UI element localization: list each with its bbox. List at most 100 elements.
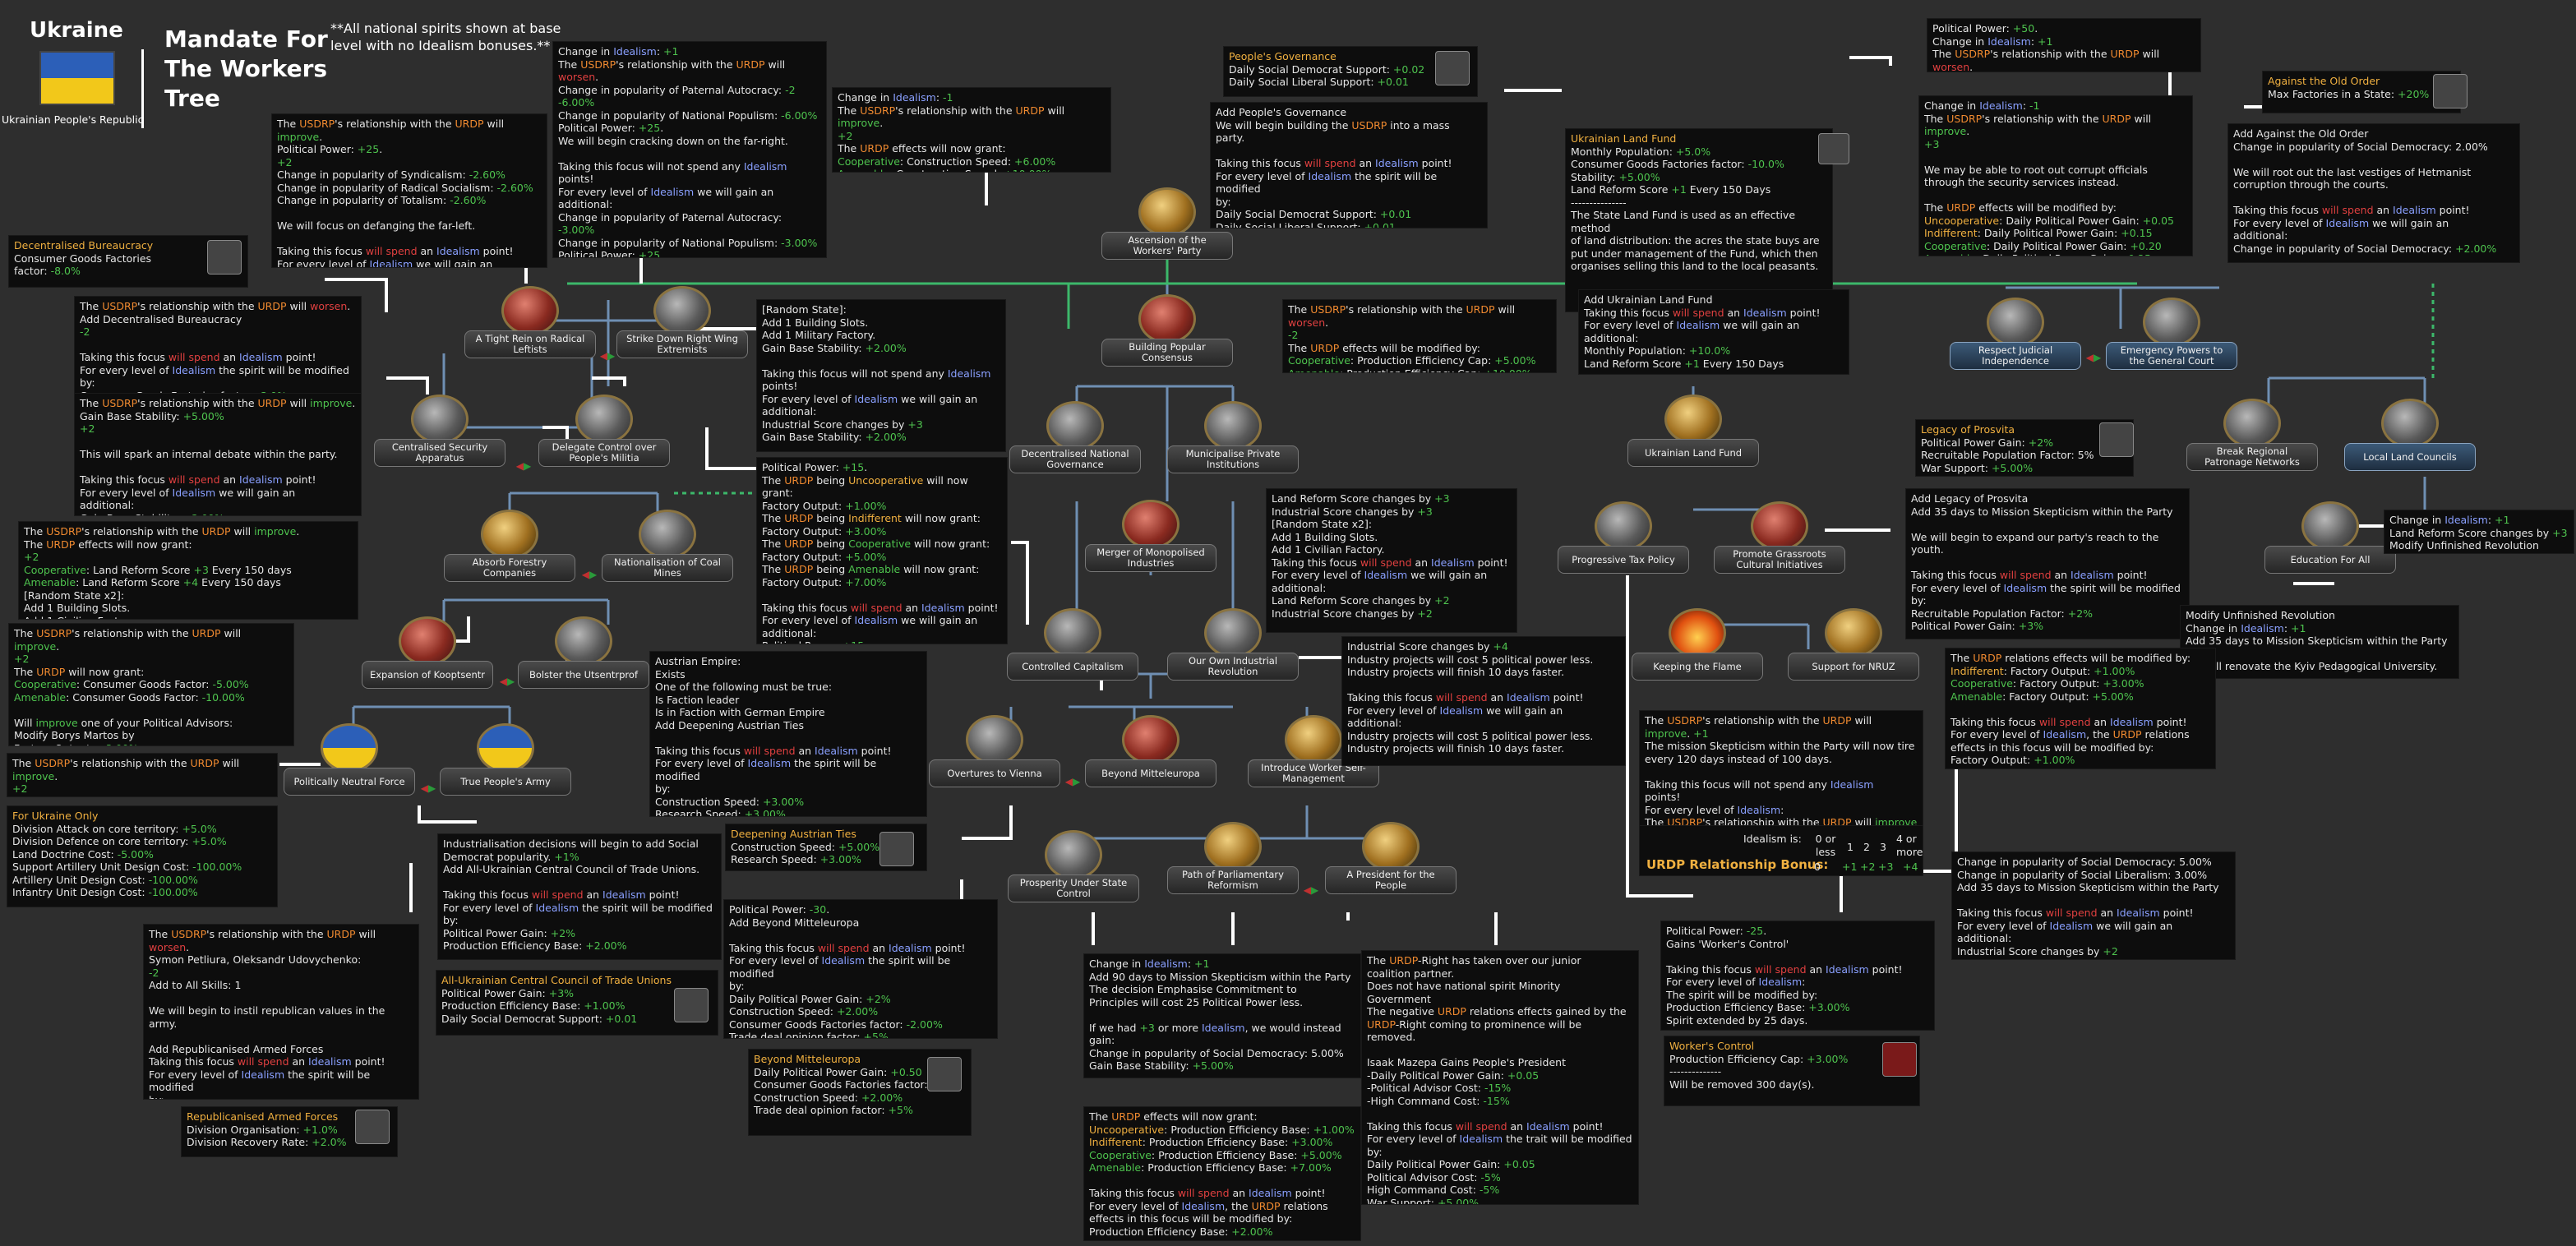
focus-break-patronage[interactable]: Break Regional Patronage Networks [2186, 399, 2318, 473]
focus-controlled-capitalism[interactable]: Controlled Capitalism [1007, 608, 1138, 682]
governance-spirit-icon [1435, 51, 1470, 85]
focus-beyond-mitteleuropa[interactable]: Beyond Mitteleuropa [1085, 715, 1216, 789]
idealism-col-3: 3 [1880, 841, 1886, 853]
focus-local-councils[interactable]: Local Land Councils [2344, 399, 2476, 473]
focus-centralised-security[interactable]: Centralised Security Apparatus [374, 395, 506, 468]
education-icon [2301, 501, 2359, 551]
focus-path-parliamentary[interactable]: Path of Parliamentary Reformism [1167, 822, 1299, 896]
tooltip-line: Recruitable Population Factor: 5% [1921, 449, 2094, 461]
tooltip-line: Taking this focus will not spend any Ide… [1645, 778, 1874, 791]
tooltip-line: For every level of Idealism the spirit w… [80, 363, 349, 376]
tooltip-line: organises selling this land to the local… [1571, 260, 1819, 272]
tooltip-line: additional: [80, 499, 135, 511]
focus-municipalise[interactable]: Municipalise Private Institutions [1167, 401, 1299, 475]
focus-bolster-utsentrprof[interactable]: Bolster the Utsentrprof [518, 616, 649, 690]
focus-absorb-forestry[interactable]: Absorb Forestry Companies [444, 510, 575, 584]
tooltip-line: Is Faction leader [655, 693, 740, 706]
focus-respect-judicial[interactable]: Respect Judicial Independence [1950, 298, 2081, 371]
tooltip-line: Isaak Mazepa Gains People's President [1367, 1056, 1566, 1068]
focus-expansion-kooptsentr[interactable]: Expansion of Kooptsentr [362, 616, 493, 690]
mutex-icon: ◀▶ [1064, 776, 1081, 787]
tooltip-line: One of the following must be true: [655, 681, 833, 693]
tooltip-line: Add All-Ukrainian Central Council of Tra… [443, 863, 700, 875]
tooltip-line: --------------- [1571, 196, 1627, 209]
tooltip-line [149, 992, 413, 1005]
focus-building-popular-consensus[interactable]: Building Popular Consensus [1101, 294, 1233, 368]
focus-overtures-vienna[interactable]: Overtures to Vienna [929, 715, 1060, 789]
tooltip-line: Add Beyond Mitteleuropa [729, 916, 860, 929]
tooltip-line: Trade deal opinion factor: +5% [729, 1031, 889, 1039]
tooltip-line: For every level of Idealism we will gain… [80, 486, 296, 499]
president-icon [1362, 822, 1420, 871]
focus-label: True People's Army [440, 768, 571, 796]
focus-progressive-tax[interactable]: Progressive Tax Policy [1558, 501, 1689, 575]
tooltip-line: +2 [12, 782, 28, 795]
worker-party-icon [1138, 187, 1196, 237]
self-management-icon [1285, 715, 1342, 764]
tooltip-line: Change in popularity of Social Democracy… [1957, 856, 2212, 868]
focus-neutral-force[interactable]: Politically Neutral Force [284, 723, 415, 797]
focus-grassroots[interactable]: Promote Grassroots Cultural Initiatives [1714, 501, 1845, 575]
focus-keeping-flame[interactable]: Keeping the Flame [1632, 608, 1763, 682]
prosperity-icon [1045, 830, 1102, 879]
tooltip-line: Max Factories in a State: +20% [2268, 87, 2430, 100]
focus-prosperity[interactable]: Prosperity Under State Control [1008, 830, 1139, 904]
tooltip-line: War Support: +5.00% [1921, 461, 2034, 474]
tooltip-line: Production Efficiency Cap: +3.00% [1669, 1052, 1849, 1065]
tooltip-line: additional: [1584, 331, 1639, 344]
tooltip-line: For every level of Idealism the trait wi… [1367, 1133, 1632, 1145]
tooltip-line: Cooperative: Factory Output: +3.00% [1950, 677, 2144, 690]
tooltip-line: Industrial Score changes by +2 [1957, 944, 2118, 958]
tooltip-line: Change in popularity of Syndicalism: -2.… [277, 168, 506, 181]
tooltip-line: Add For Ukraine Only [12, 796, 272, 797]
focus-tight-rein[interactable]: A Tight Rein on Radical Leftists [464, 286, 596, 360]
tooltip-line: Change in popularity of Paternal Autocra… [558, 83, 796, 96]
focus-worker-self-management[interactable]: Introduce Worker Self-Management [1248, 715, 1379, 789]
bonus-col-1: +1 [1842, 861, 1858, 873]
tooltip-line: points! [1645, 791, 1681, 803]
focus-label: Merger of Monopolised Industries [1085, 544, 1216, 572]
focus-president-people[interactable]: A President for the People [1325, 822, 1457, 896]
consensus-icon [1138, 294, 1196, 344]
tooltip-line: We will begin to expand our party's reac… [1911, 530, 2159, 543]
focus-merger[interactable]: Merger of Monopolised Industries [1085, 500, 1216, 574]
idealism-label: Idealism is: [1743, 833, 1802, 845]
tooltip-line: Political Power: +25. [277, 143, 383, 155]
focus-nationalisation-coal[interactable]: Nationalisation of Coal Mines [602, 510, 733, 584]
mutex-icon: ◀▶ [599, 350, 616, 362]
focus-label: Decentralised National Governance [1009, 445, 1141, 473]
tooltip-line: Cooperative: Construction Speed: +6.00% [838, 155, 1056, 168]
tooltip-line: For every level of Idealism we will gain… [1347, 704, 1563, 717]
tooltip-line: Consumer Goods Factories factor: -2.0% [754, 1078, 961, 1091]
vienna-icon [966, 715, 1023, 764]
focus-emergency-powers[interactable]: Emergency Powers to the General Court [2106, 298, 2237, 371]
tooltip-line: Taking this focus will spend an Idealism… [1216, 157, 1452, 169]
tooltip-line: Taking this focus will spend an Idealism… [1272, 556, 1508, 569]
tooltip-line: Production Efficiency Base: +1.00% [441, 999, 626, 1012]
tooltip-line: Construction Speed: +5.00% [731, 840, 880, 853]
tooltip-line: by: [655, 782, 671, 795]
focus-support-nruz[interactable]: Support for NRUZ [1788, 608, 1919, 682]
tooltip-line: For every level of Idealism we will gain… [1957, 919, 2173, 932]
tooltip-line: Stability: +5.00% [1571, 170, 1660, 183]
focus-delegate-control[interactable]: Delegate Control over People's Militia [538, 395, 670, 468]
focus-decentralised-governance[interactable]: Decentralised National Governance [1009, 401, 1141, 475]
tooltip-line: Amenable: Consumer Goods Factor: -10.00% [14, 690, 245, 704]
tooltip-line: Change in Idealism: -1 [1924, 99, 2040, 112]
tooltip-line: For every level of Idealism, the URDP re… [1950, 728, 2190, 741]
focus-label: Prosperity Under State Control [1008, 875, 1139, 902]
focus-strike-down[interactable]: Strike Down Right Wing Extremists [616, 286, 748, 360]
tooltip-line: For every level of Idealism we will gain… [277, 257, 493, 268]
tooltip-line: Taking this focus will spend an Idealism… [1950, 715, 2187, 728]
tooltip-line: Daily Social Democrat Support: +0.01 [1216, 208, 1412, 220]
tooltip-line: Against the Old Order [2268, 75, 2380, 87]
focus-ascension[interactable]: Ascension of the Workers' Party [1101, 187, 1233, 261]
tooltip-line: The URDP-Right has taken over our junior [1367, 954, 1581, 967]
focus-land-fund[interactable]: Ukrainian Land Fund [1627, 395, 1759, 468]
tooltip-line: We will begin cracking down on the far-r… [558, 134, 788, 147]
focus-true-army[interactable]: True People's Army [440, 723, 571, 797]
focus-own-revolution[interactable]: Our Own Industrial Revolution [1167, 608, 1299, 682]
focus-education[interactable]: Education For All [2264, 501, 2396, 575]
